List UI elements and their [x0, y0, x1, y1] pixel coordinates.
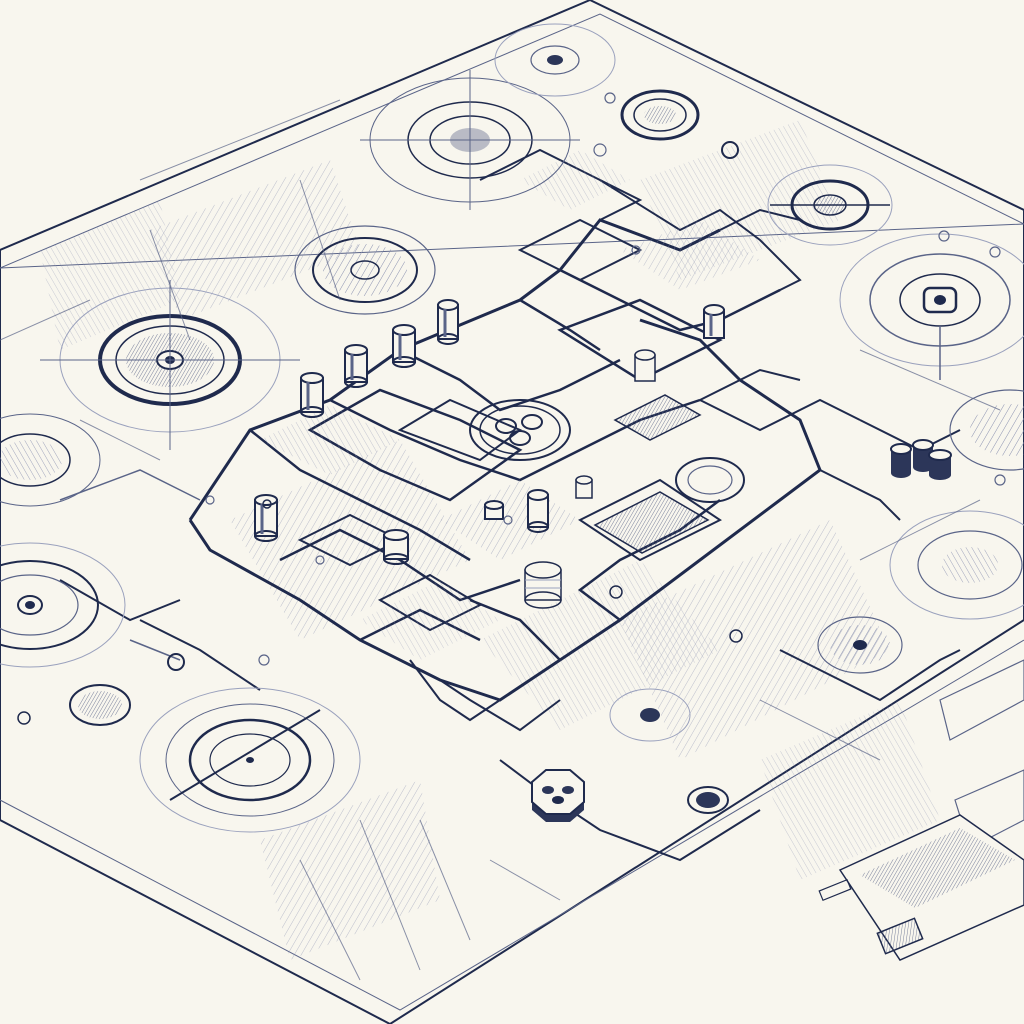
- radial-gauge-icon: [40, 280, 300, 450]
- radial-gauges: [0, 23, 1024, 833]
- radial-gauge-icon: [360, 70, 580, 210]
- cylinder-component-icon: [634, 349, 656, 382]
- radial-gauge-icon: [139, 687, 361, 833]
- cylinders: [254, 299, 725, 609]
- cylinder-component-icon: [383, 529, 409, 565]
- cylinder-component-icon: [527, 489, 549, 533]
- radial-gauge-icon: [949, 389, 1024, 471]
- radial-gauge-icon: [494, 23, 616, 97]
- central-cog-assembly: [469, 399, 571, 461]
- cylinder-component-icon: [392, 324, 416, 368]
- radial-gauge-icon: [687, 786, 729, 814]
- radial-gauge-icon: [839, 233, 1024, 380]
- cylinder-component-icon: [484, 500, 504, 520]
- radial-gauge-icon: [675, 457, 745, 503]
- radial-gauge-icon: [294, 225, 436, 315]
- cylinder-component-icon: [524, 561, 562, 609]
- radial-gauge-icon: [69, 684, 131, 726]
- cylinder-component-icon: [254, 494, 278, 542]
- radial-gauge-icon: [817, 616, 903, 674]
- tick-gridwork: [0, 99, 1001, 981]
- connector-lines: [59, 208, 961, 862]
- radial-gauge-icon: [609, 688, 691, 742]
- hexagonal-chip-icon: [531, 769, 585, 822]
- central-floor-plan: [188, 148, 861, 732]
- radial-gauge-icon: [889, 510, 1024, 620]
- cylinder-component-icon: [437, 299, 459, 345]
- cylinder-component-icon: [300, 372, 324, 418]
- radial-gauge-icon: [0, 413, 101, 507]
- radial-gauge-icon: [0, 542, 126, 668]
- radial-gauge-icon: [620, 89, 700, 141]
- annotation-markers: [17, 92, 1006, 725]
- coin-stack-icon: [890, 439, 952, 480]
- cylinder-component-icon: [344, 344, 368, 388]
- radial-gauge-icon: [767, 164, 893, 246]
- bottom-right-panels: [818, 659, 1024, 961]
- cylinder-component-icon: [703, 304, 725, 339]
- cylinder-component-icon: [575, 475, 593, 499]
